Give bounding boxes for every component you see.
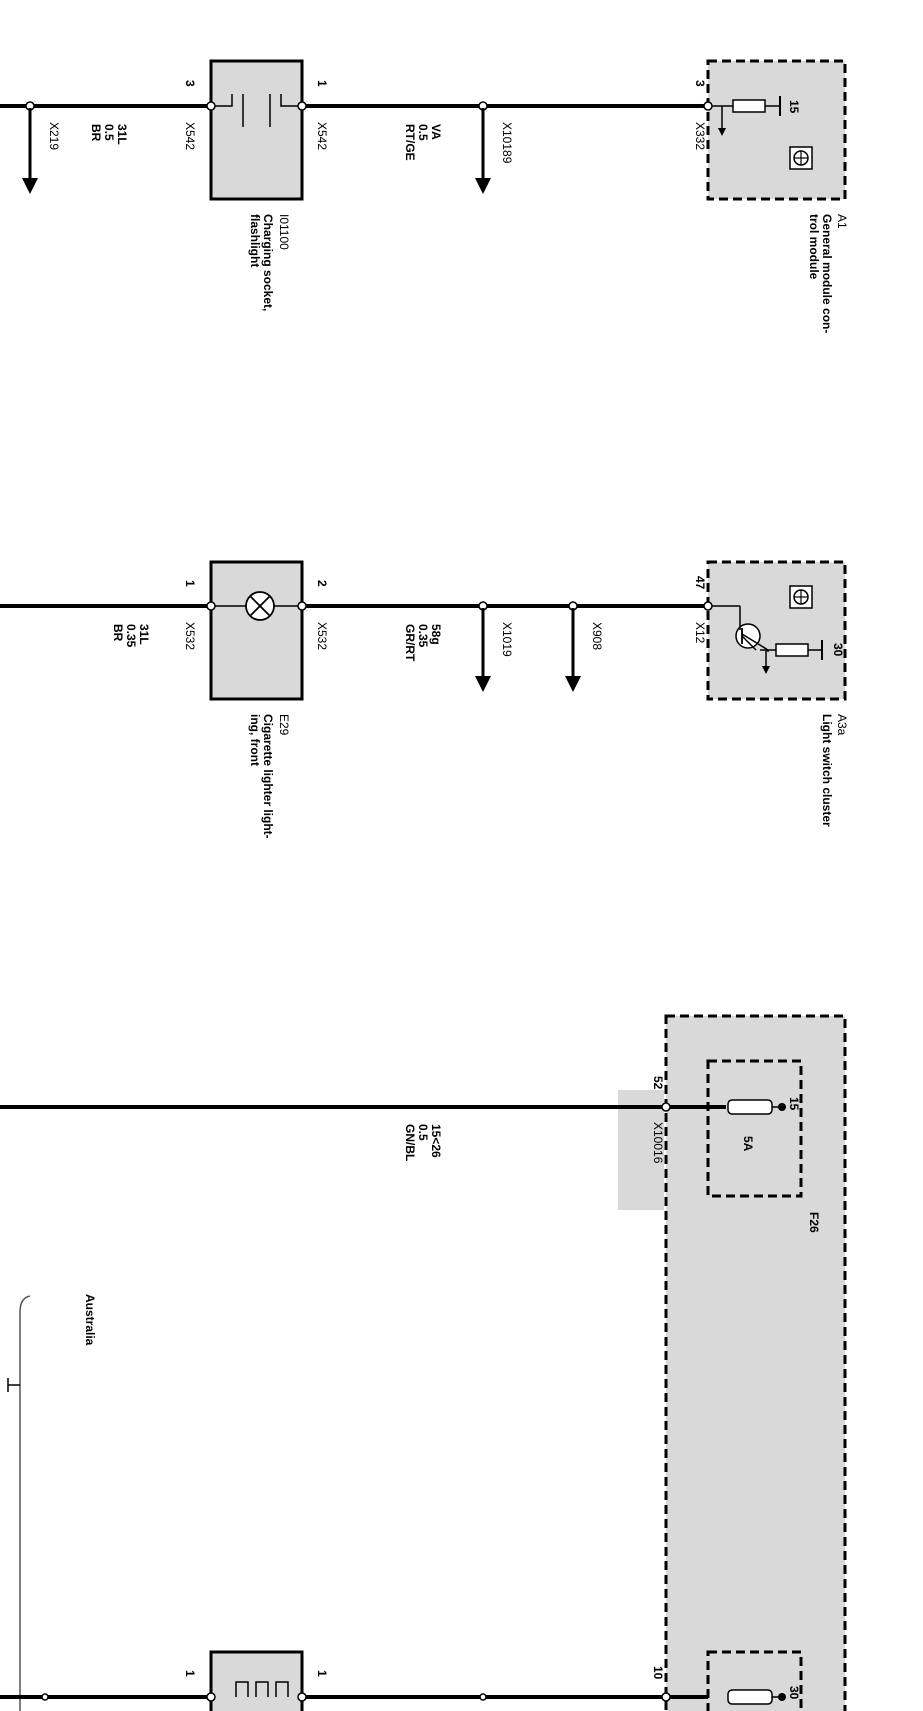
component-name-e29-line1: Cigarette lighter light- — [261, 714, 275, 839]
splice-label-x908: X908 — [590, 622, 604, 650]
fuse-box-f26-outer — [664, 1014, 847, 1711]
wire-color-c3: GN/BL — [403, 1124, 417, 1161]
fuse-icon-c4 — [661, 1689, 786, 1705]
connector-right-c2-left-comp: X532 — [315, 622, 329, 650]
ground-wire-circuit-c1: 31L — [115, 124, 129, 145]
fuse-terminal-30: 30 — [787, 1686, 801, 1700]
component-name-e29-line2: ing, front — [248, 714, 262, 766]
pin-right-c4: 1 — [315, 1670, 329, 1677]
module-ref-a1: A1 — [835, 214, 849, 229]
splice-label-x10189: X10189 — [500, 122, 514, 164]
ground-splice-label-c1: X219 — [47, 122, 61, 150]
fuse-f26-inner-box — [706, 1059, 803, 1198]
terminal-30-a3a: 30 — [831, 643, 845, 657]
ground-wire-size-c2: 0.35 — [124, 624, 138, 648]
module-name-a3a: Light switch cluster — [820, 714, 834, 827]
pin-right-c2-module: 47 — [693, 576, 707, 590]
wire-circuit-c2: 58g — [429, 624, 443, 645]
wire-color-c2: GR/RT — [403, 624, 417, 662]
module-ref-a3a: A3a — [835, 714, 849, 736]
pin-left-c2: 1 — [183, 580, 197, 587]
circuit-3: 15 5A F26 52 X10016 15<26 0.5 GN/BL Aust… — [0, 1014, 847, 1711]
component-ref-i01100: I01100 — [277, 214, 291, 250]
component-bottom-partial — [41, 1650, 487, 1711]
splice-arrow-x10189 — [475, 101, 491, 194]
splice-label-x1019: X1019 — [500, 622, 514, 657]
component-ref-e29: E29 — [277, 714, 291, 736]
ground-splice-x219: X219 — [47, 122, 61, 150]
connector-x12: X12 — [693, 622, 707, 644]
ground-wire-color-c2: BR — [111, 624, 125, 642]
component-i01100 — [206, 59, 307, 201]
fuse-icon-f26 — [661, 1099, 786, 1115]
pin-right-c1-module: 3 — [693, 80, 707, 87]
connector-left-c1: X542 — [183, 122, 197, 150]
circuit-1: X219 31L 0.5 BR X542 3 1 — [0, 59, 849, 333]
component-e29 — [206, 560, 307, 701]
wire-circuit-c3: 15<26 — [429, 1124, 443, 1158]
variant-bracket — [19, 1295, 31, 1711]
wire-size-c1: 0.5 — [416, 124, 430, 141]
connector-left-c2: X532 — [183, 622, 197, 650]
module-name-a1-line1: General module con- — [820, 214, 834, 333]
module-name-a1-line2: trol module — [807, 214, 821, 280]
module-a3a — [703, 560, 847, 701]
pin-52: 52 — [651, 1076, 665, 1090]
splice-arrow-x219 — [22, 101, 38, 194]
component-name-i01100-line1: Charging socket, — [261, 214, 275, 311]
fuse-rating-5a: 5A — [741, 1136, 755, 1152]
circuit-2: 31L 0.35 BR X532 1 2 X532 — [0, 560, 849, 839]
variant-label-australia: Australia — [83, 1294, 97, 1346]
wire-circuit-c1: VA — [429, 124, 443, 140]
wire-size-c2: 0.35 — [416, 624, 430, 648]
connector-right-c1-left-comp: X542 — [315, 122, 329, 150]
pin-left-c1: 3 — [183, 80, 197, 87]
ground-wire-size-c1: 0.5 — [102, 124, 116, 141]
pin-left-c4: 1 — [183, 1670, 197, 1677]
connector-x332: X332 — [693, 122, 707, 150]
fuse-ref-f26: F26 — [807, 1212, 821, 1233]
ground-wire-circuit-c2: 31L — [137, 624, 151, 645]
module-a1 — [703, 59, 847, 201]
splice-arrow-x908 — [565, 601, 581, 692]
wire-color-c1: RT/GE — [403, 124, 417, 161]
splice-arrow-x1019 — [475, 601, 491, 692]
pin-10: 10 — [651, 1666, 665, 1680]
terminal-15-a1: 15 — [787, 100, 801, 114]
pin-right-c1: 1 — [315, 80, 329, 87]
wire-size-c3: 0.5 — [416, 1124, 430, 1141]
component-name-i01100-line2: flashlight — [248, 214, 262, 267]
circuit-4: 30 10 1 1 — [0, 1650, 803, 1711]
ground-wire-color-c1: BR — [89, 124, 103, 142]
fuse-terminal-15: 15 — [787, 1097, 801, 1111]
connector-x10016: X10016 — [651, 1122, 665, 1164]
pin-right-c2: 2 — [315, 580, 329, 587]
